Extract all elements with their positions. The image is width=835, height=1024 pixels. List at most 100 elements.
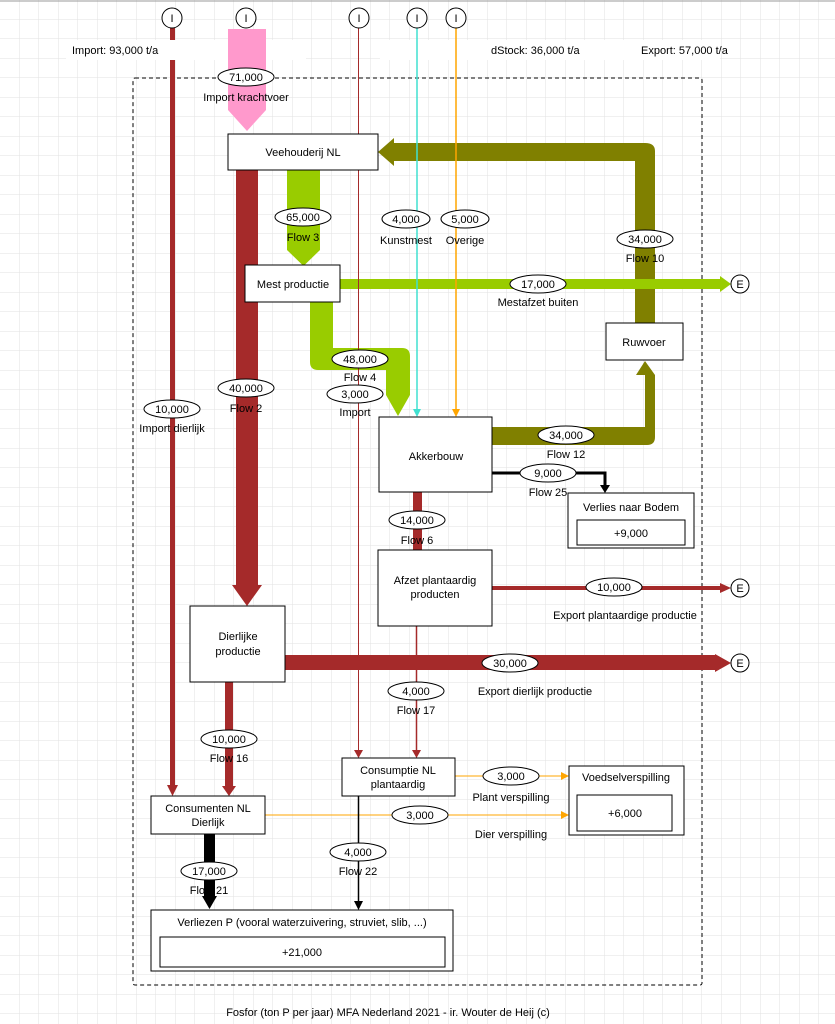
flow-value: 40,000	[229, 383, 263, 395]
svg-text:I: I	[415, 13, 418, 25]
flow-value: 17,000	[521, 279, 555, 291]
flow-value: 71,000	[229, 72, 263, 84]
flow-value: 3,000	[406, 810, 434, 822]
svg-text:Ruwvoer: Ruwvoer	[622, 337, 666, 349]
flow-name: Import	[339, 407, 370, 419]
node-voedselverspilling[interactable]: Voedselverspilling +6,000	[568, 765, 685, 836]
flow-name: Plant verspilling	[472, 792, 549, 804]
value-ellipse	[331, 349, 389, 369]
stock-box	[576, 519, 686, 546]
flow-name: Dier verspilling	[475, 829, 547, 841]
node-consumenten-dierlijk[interactable]: Consumenten NL Dierlijk	[150, 795, 266, 835]
svg-text:Consumenten NL: Consumenten NL	[165, 803, 251, 815]
stock-box	[576, 794, 673, 832]
value-ellipse	[482, 766, 540, 786]
flow-value: 65,000	[286, 212, 320, 224]
flow-value: 34,000	[549, 430, 583, 442]
flow-value: 4,000	[402, 686, 430, 698]
node-verlies-bodem[interactable]: Verlies naar Bodem +9,000	[567, 492, 695, 549]
flow-value: 9,000	[534, 468, 562, 480]
footer-caption: Fosfor (ton P per jaar) MFA Nederland 20…	[226, 1007, 550, 1019]
sink-export-dier[interactable]: E	[730, 653, 750, 673]
svg-text:Consumptie NL: Consumptie NL	[360, 765, 436, 777]
flow-import-dierlijk[interactable]	[167, 60, 178, 796]
svg-text:Dierlijke: Dierlijke	[218, 631, 257, 643]
node-afzet-plantaardig[interactable]: Afzet plantaardig producten	[377, 549, 493, 627]
source-import-plant[interactable]: I	[348, 7, 370, 29]
flow-value: 17,000	[192, 866, 226, 878]
node-consumptie-plantaardig[interactable]: Consumptie NL plantaardig	[341, 757, 456, 797]
value-ellipse	[217, 67, 275, 87]
stock-value: +9,000	[614, 528, 648, 540]
flow-name: Flow 4	[344, 372, 376, 384]
value-ellipse	[387, 681, 445, 701]
flow-value: 14,000	[400, 515, 434, 527]
stock-value: +6,000	[608, 808, 642, 820]
flow-value: 10,000	[155, 404, 189, 416]
flow-value: 30,000	[493, 658, 527, 670]
value-ellipse	[388, 510, 446, 530]
svg-text:I: I	[170, 13, 173, 25]
node-akkerbouw[interactable]: Akkerbouw	[378, 416, 493, 493]
stock-box	[159, 936, 446, 968]
arrowhead	[600, 485, 610, 493]
source-kunstmest[interactable]: I	[406, 7, 428, 29]
stock-value: +21,000	[282, 947, 322, 959]
export-total: Export: 57,000 t/a	[641, 45, 729, 57]
sink-mestafzet[interactable]: E	[730, 274, 750, 294]
svg-text:Verliezen P (vooral waterzuive: Verliezen P (vooral waterzuivering, stru…	[177, 917, 426, 929]
flow-import-dierlijk-top	[170, 28, 175, 40]
flow-value: 4,000	[344, 847, 372, 859]
flow-name: Import dierlijk	[139, 423, 205, 435]
node-veehouderij[interactable]: Veehouderij NL	[227, 133, 379, 171]
svg-text:Dierlijk: Dierlijk	[192, 817, 226, 829]
arrowhead	[354, 750, 363, 758]
svg-text:Akkerbouw: Akkerbouw	[409, 451, 463, 463]
flow-name: Flow 3	[287, 232, 319, 244]
source-import-dierlijk[interactable]: I	[161, 7, 183, 29]
svg-text:productie: productie	[215, 646, 260, 658]
arrowhead	[354, 901, 363, 910]
arrowhead	[561, 811, 569, 819]
value-ellipse	[440, 209, 490, 229]
flow-value: 34,000	[628, 234, 662, 246]
flow-name: Flow 17	[397, 705, 436, 717]
flow-value: 48,000	[343, 354, 377, 366]
value-ellipse	[217, 378, 275, 398]
source-import-krachtvoer[interactable]: I	[235, 7, 257, 29]
arrowhead	[452, 409, 460, 417]
value-ellipse	[143, 399, 201, 419]
flow-10[interactable]	[378, 138, 655, 323]
source-overige[interactable]: I	[445, 7, 467, 29]
sink-export-plant[interactable]: E	[730, 578, 750, 598]
value-ellipse	[585, 577, 643, 597]
svg-text:Verlies naar Bodem: Verlies naar Bodem	[583, 502, 679, 514]
node-verliezen-p[interactable]: Verliezen P (vooral waterzuivering, stru…	[150, 909, 454, 972]
flow-value: 4,000	[392, 214, 420, 226]
value-ellipse	[200, 729, 258, 749]
arrowhead	[413, 409, 421, 417]
node-mest-productie[interactable]: Mest productie	[244, 264, 341, 303]
node-dierlijke-productie[interactable]: Dierlijke productie	[189, 605, 286, 683]
flow-value: 3,000	[341, 389, 369, 401]
flow-name: Export plantaardige productie	[553, 610, 697, 622]
value-ellipse	[180, 861, 238, 881]
node-ruwvoer[interactable]: Ruwvoer	[605, 322, 684, 361]
value-ellipse	[326, 384, 384, 404]
svg-text:I: I	[244, 13, 247, 25]
